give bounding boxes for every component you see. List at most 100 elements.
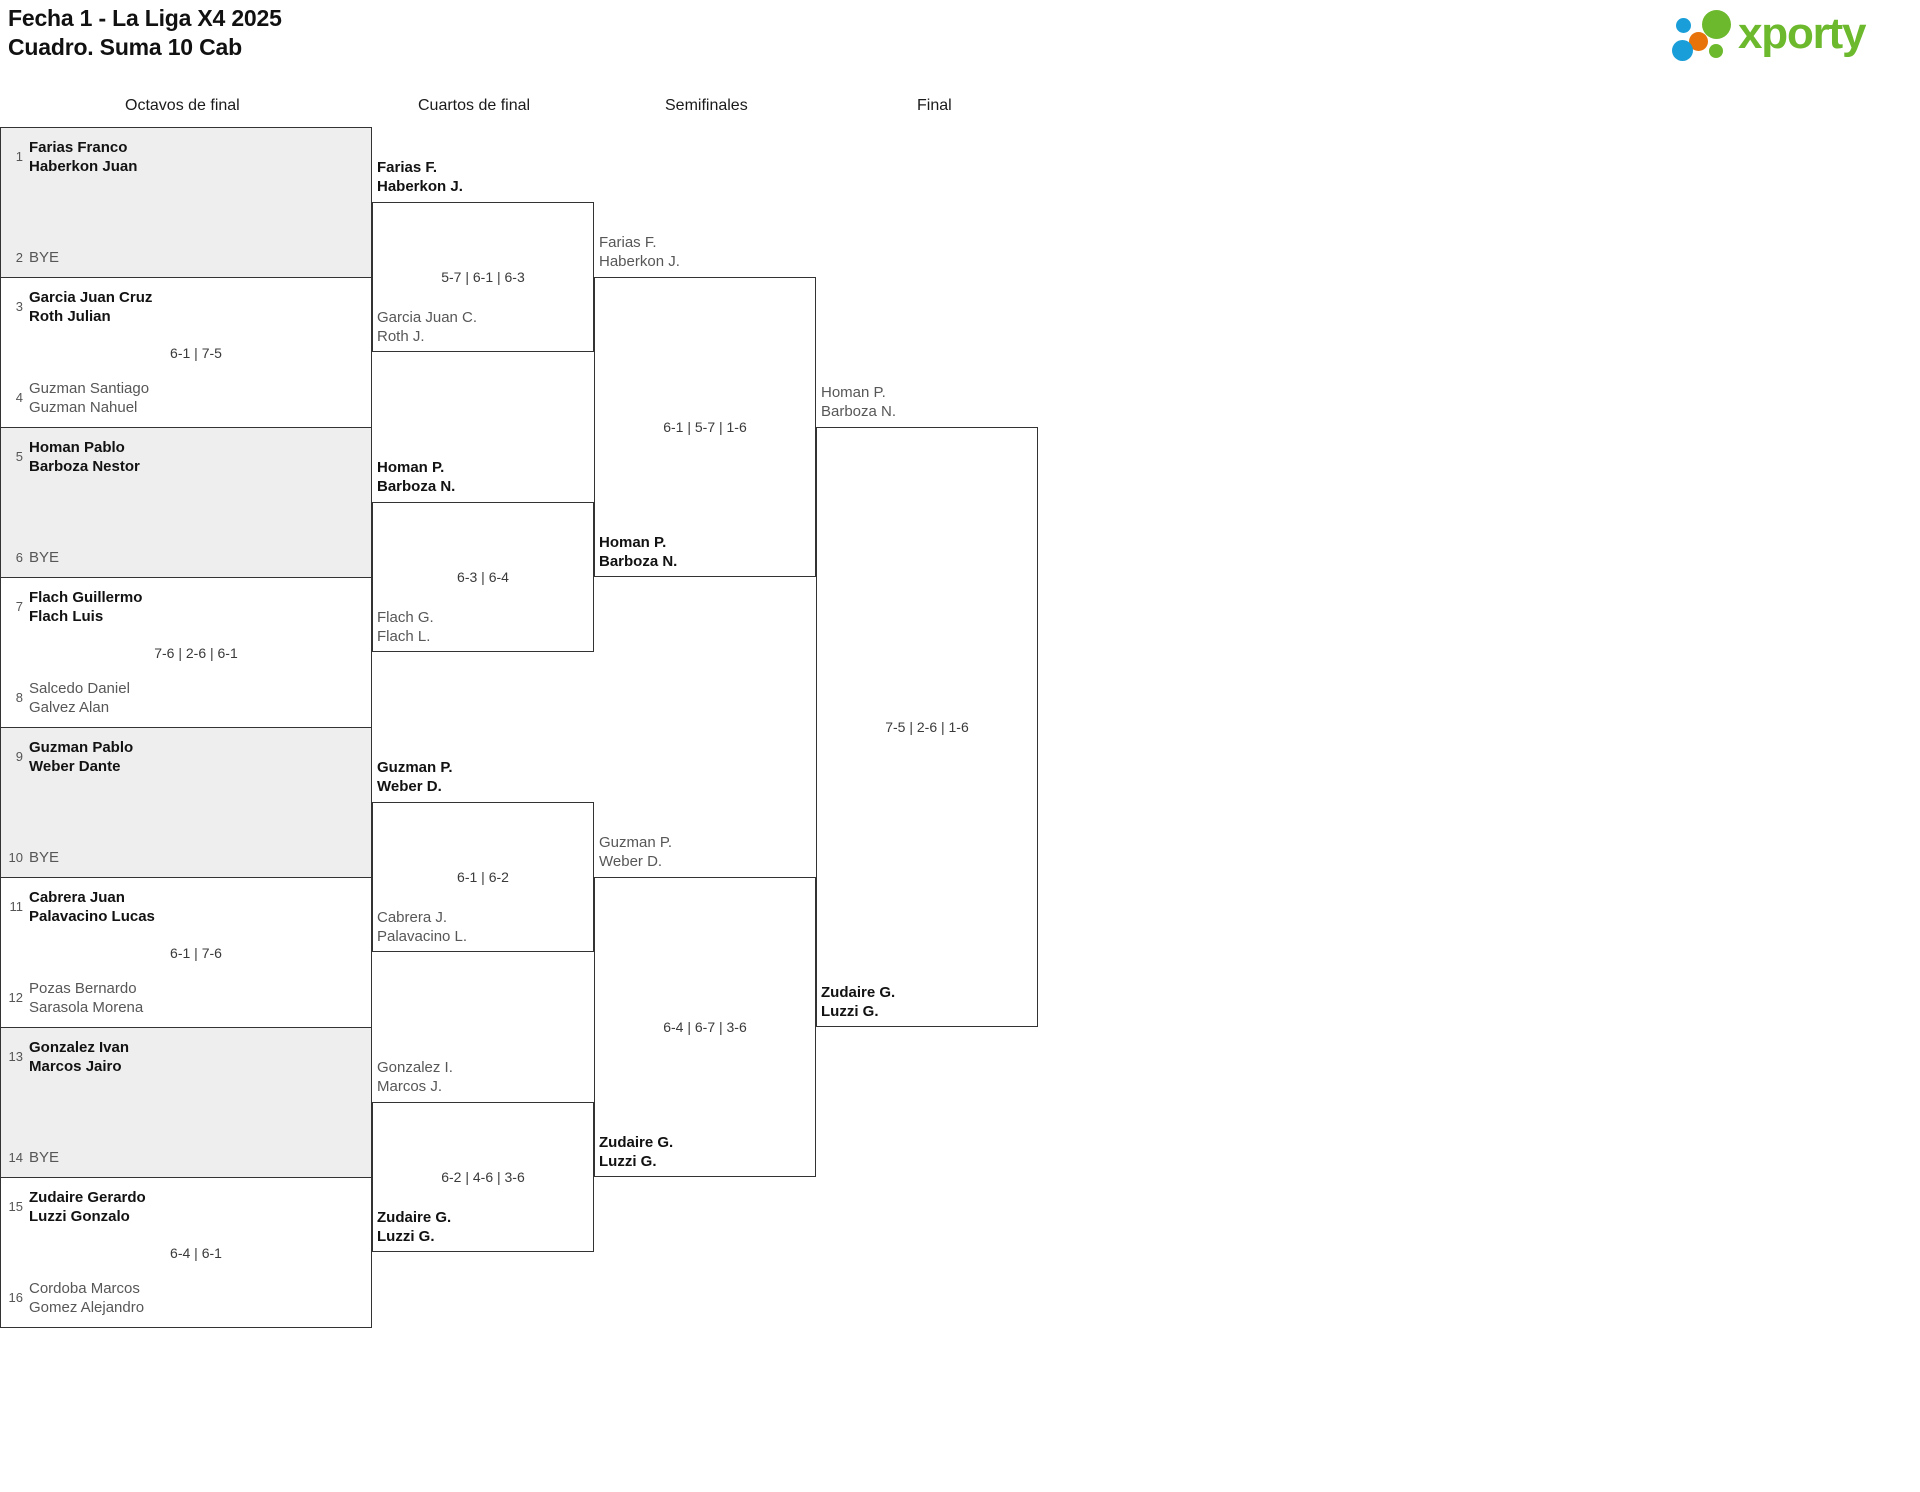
entrant-top[interactable]: Guzman P.Weber D. bbox=[599, 833, 672, 871]
match-score: 6-4 | 6-7 | 3-6 bbox=[663, 1019, 747, 1035]
player-name-1: Homan P. bbox=[599, 534, 667, 551]
entrant-top[interactable]: Farias F. Haberkon J. bbox=[599, 233, 680, 271]
player-name-1: BYE bbox=[29, 849, 60, 866]
team-names: BYE bbox=[29, 248, 59, 267]
player-name-2: Weber D. bbox=[599, 853, 663, 870]
entrant-top[interactable]: Homan P.Barboza N. bbox=[377, 458, 455, 496]
player-name-2: Haberkon J. bbox=[377, 178, 463, 195]
player-name-2: Barboza Nestor bbox=[29, 458, 140, 475]
title-line-1: Fecha 1 - La Liga X4 2025 bbox=[8, 5, 282, 31]
player-name-1: Farias Franco bbox=[29, 139, 128, 156]
player-name-2: Luzzi G. bbox=[599, 1153, 657, 1170]
player-name-1: Cabrera J. bbox=[377, 909, 448, 926]
round-header-final: Final bbox=[917, 97, 952, 114]
seed-number: 3 bbox=[15, 299, 23, 314]
player-name-1: Zudaire G. bbox=[377, 1209, 452, 1226]
player-name-2: Guzman Nahuel bbox=[29, 399, 138, 416]
round-header-octavos: Octavos de final bbox=[125, 97, 240, 114]
cuartos-bracket-box[interactable]: 6-1 | 6-2 bbox=[372, 802, 594, 952]
entrant-top[interactable]: Homan P. Barboza N. bbox=[821, 383, 896, 421]
player-name-2: Luzzi Gonzalo bbox=[29, 1208, 130, 1225]
match-score: 6-1 | 7-5 bbox=[170, 344, 222, 361]
seed-number: 16 bbox=[8, 1290, 23, 1305]
logo-dot-blue-large-icon bbox=[1672, 40, 1693, 61]
entrant-bottom[interactable]: Garcia Juan C.Roth J. bbox=[377, 308, 477, 346]
player-name-2: Weber D. bbox=[377, 778, 442, 795]
logo-dot-blue-small-icon bbox=[1676, 18, 1691, 33]
seed-number: 5 bbox=[15, 449, 23, 464]
team-names: BYE bbox=[29, 548, 59, 567]
player-name-1: Garcia Juan Cruz bbox=[29, 289, 153, 306]
semifinales-bracket-box[interactable]: 6-1 | 5-7 | 1-6 bbox=[594, 277, 816, 577]
match-score: 6-3 | 6-4 bbox=[457, 569, 509, 585]
seed-number: 1 bbox=[15, 149, 23, 164]
entrant-top[interactable]: Gonzalez I.Marcos J. bbox=[377, 1058, 453, 1096]
semifinales-bracket-box[interactable]: 6-4 | 6-7 | 3-6 bbox=[594, 877, 816, 1177]
player-name-2: Luzzi G. bbox=[377, 1228, 435, 1245]
final-bracket-box[interactable]: 7-5 | 2-6 | 1-6 bbox=[816, 427, 1038, 1027]
player-name-2: Haberkon J. bbox=[599, 253, 680, 270]
cuartos-bracket-box[interactable]: 5-7 | 6-1 | 6-3 bbox=[372, 202, 594, 352]
seed-number: 10 bbox=[8, 850, 23, 865]
seed-number: 9 bbox=[15, 749, 23, 764]
octavos-slot-bottom[interactable]: 6 BYE bbox=[1, 548, 371, 567]
player-name-1: Zudaire Gerardo bbox=[29, 1189, 146, 1206]
player-name-2: Galvez Alan bbox=[29, 699, 110, 716]
entrant-top[interactable]: Guzman P.Weber D. bbox=[377, 758, 453, 796]
player-name-2: Barboza N. bbox=[821, 403, 897, 420]
player-name-1: Cabrera Juan bbox=[29, 889, 125, 906]
entrant-bottom[interactable]: Zudaire G.Luzzi G. bbox=[821, 983, 895, 1021]
player-name-1: Flach G. bbox=[377, 609, 434, 626]
player-name-2: Flach Luis bbox=[29, 608, 104, 625]
player-name-1: Homan P. bbox=[377, 459, 445, 476]
entrant-bottom[interactable]: Zudaire G. Luzzi G. bbox=[377, 1208, 451, 1246]
player-name-1: Guzman Pablo bbox=[29, 739, 134, 756]
cuartos-bracket-box[interactable]: 6-3 | 6-4 bbox=[372, 502, 594, 652]
player-name-1: Garcia Juan C. bbox=[377, 309, 478, 326]
logo-wordmark: xporty bbox=[1738, 9, 1866, 58]
entrant-bottom[interactable]: Zudaire G.Luzzi G. bbox=[599, 1133, 673, 1171]
seed-number: 12 bbox=[8, 990, 23, 1005]
octavos-slot-bottom[interactable]: 10 BYE bbox=[1, 848, 371, 867]
player-name-1: Homan P. bbox=[821, 384, 886, 401]
entrant-bottom[interactable]: Cabrera J.Palavacino L. bbox=[377, 908, 467, 946]
seed-number: 6 bbox=[15, 550, 23, 565]
player-name-1: Farias F. bbox=[377, 159, 438, 176]
entrant-bottom[interactable]: Homan P.Barboza N. bbox=[599, 533, 677, 571]
entrant-top[interactable]: Farias F. Haberkon J. bbox=[377, 158, 463, 196]
player-name-1: Farias F. bbox=[599, 234, 657, 251]
player-name-1: BYE bbox=[29, 249, 60, 266]
cuartos-bracket-box[interactable]: 6-2 | 4-6 | 3-6 bbox=[372, 1102, 594, 1252]
entrant-bottom[interactable]: Flach G.Flach L. bbox=[377, 608, 434, 646]
match-score: 6-1 | 7-6 bbox=[170, 944, 222, 961]
